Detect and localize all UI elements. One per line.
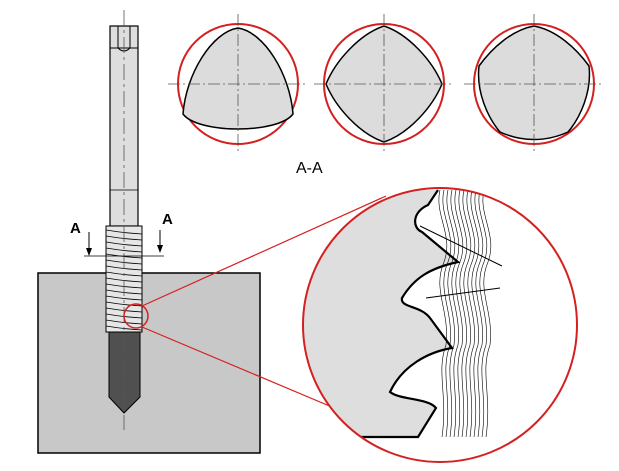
flow-line — [454, 189, 464, 438]
drilled-hole — [108, 331, 141, 414]
flow-line — [478, 189, 488, 438]
cross-section-pentagon — [464, 14, 604, 154]
zoom-material — [303, 190, 458, 440]
flow-line — [470, 189, 480, 438]
flow-line — [450, 189, 460, 438]
section-marker-right — [157, 230, 163, 253]
zoom-flow-lines — [438, 189, 492, 438]
cross-section-triangle — [168, 14, 308, 154]
flow-line — [466, 189, 476, 438]
flow-line — [474, 189, 484, 438]
section-label-right: A — [162, 211, 173, 228]
flow-line — [442, 189, 452, 438]
thread-line — [105, 241, 143, 247]
detail-focus-circle — [123, 303, 149, 329]
flow-line — [482, 189, 492, 438]
flow-line — [462, 189, 472, 438]
zoom-thread-profile — [356, 189, 461, 439]
cross-section-square — [314, 14, 454, 154]
flow-line — [458, 189, 468, 438]
zoom-connector-top — [141, 195, 387, 307]
flow-line — [438, 189, 448, 438]
thread-line — [105, 295, 143, 301]
zoom-connector-bottom — [141, 326, 359, 419]
section-marker-left — [86, 232, 92, 256]
flow-line — [446, 189, 456, 438]
zoom-detail — [302, 187, 578, 463]
section-label-left: A — [70, 220, 81, 237]
thread-line — [105, 301, 143, 307]
thread-line — [105, 247, 143, 253]
section-title: A-A — [296, 160, 323, 177]
